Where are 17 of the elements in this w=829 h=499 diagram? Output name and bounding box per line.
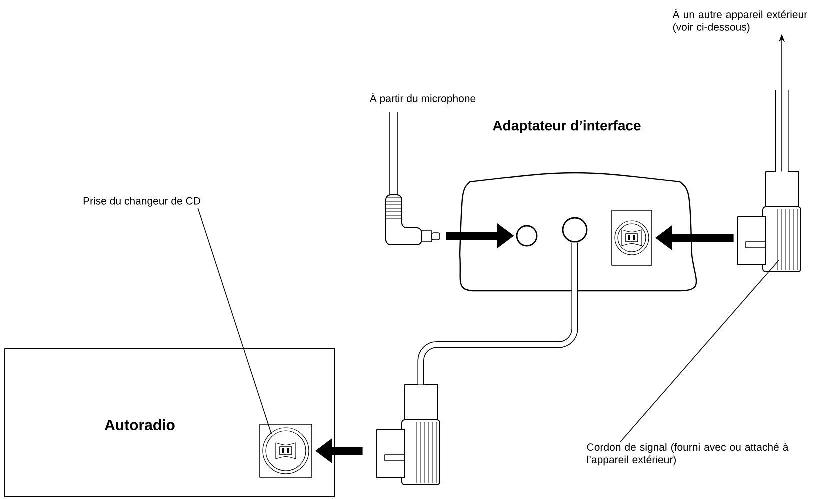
jack <box>516 225 538 247</box>
node-label: Adaptateur d’interface <box>493 120 641 134</box>
label: À partir du microphone <box>370 93 476 104</box>
leader-line <box>620 260 780 442</box>
jack <box>562 217 588 243</box>
leader-line <box>198 208 272 434</box>
car-radio-box: Autoradio <box>4 348 336 498</box>
label: À un autre appareil extérieur (voir ci-dessous) <box>672 9 808 33</box>
socket <box>612 210 652 266</box>
connector-drawing <box>738 90 802 272</box>
connector-drawing <box>376 384 440 486</box>
label: Prise du changeur de CD <box>84 197 200 207</box>
socket <box>260 424 312 478</box>
label: Cordon de signal (fourni avec ou attaché à l’appareil extérieur) <box>587 443 789 466</box>
plug-drawing <box>386 112 440 246</box>
adapter-drawing: Adaptateur d’interface <box>459 120 698 292</box>
cable <box>418 242 578 385</box>
